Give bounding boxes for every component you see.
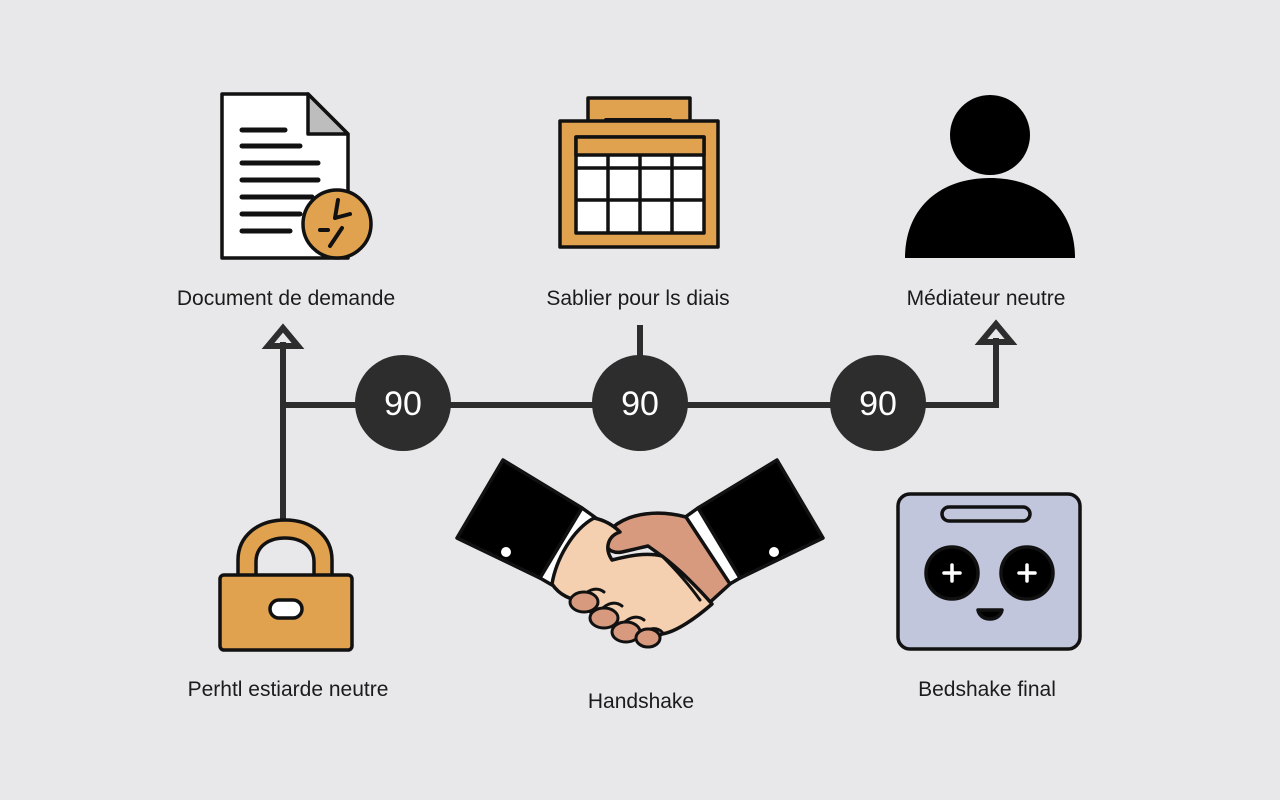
handshake-label: Handshake bbox=[587, 690, 695, 713]
calendar-icon bbox=[558, 96, 720, 249]
padlock-icon bbox=[218, 518, 354, 652]
mediator-label: Médiateur neutre bbox=[906, 287, 1066, 310]
document-clock-icon bbox=[220, 92, 373, 260]
arrow-up-right-icon bbox=[974, 319, 1018, 345]
step-badge-3: 90 bbox=[830, 355, 926, 451]
smiling-device-icon bbox=[896, 492, 1082, 651]
document-label: Document de demande bbox=[176, 287, 396, 310]
calendar-label: Sablier pour ls diais bbox=[546, 287, 730, 310]
step-badge-value: 90 bbox=[859, 385, 897, 423]
arrow-up-left-icon bbox=[261, 323, 305, 349]
connector-line-4 bbox=[924, 338, 999, 408]
step-badge-value: 90 bbox=[621, 385, 659, 423]
handshake-icon bbox=[455, 458, 825, 649]
person-icon bbox=[905, 95, 1075, 258]
final-label: Bedshake final bbox=[918, 678, 1056, 701]
lock-label: Perhtl estiarde neutre bbox=[187, 678, 389, 701]
timeline-connectors bbox=[280, 325, 999, 520]
step-badge-value: 90 bbox=[384, 385, 422, 423]
step-badge-1: 90 bbox=[355, 355, 451, 451]
step-badge-2: 90 bbox=[592, 355, 688, 451]
